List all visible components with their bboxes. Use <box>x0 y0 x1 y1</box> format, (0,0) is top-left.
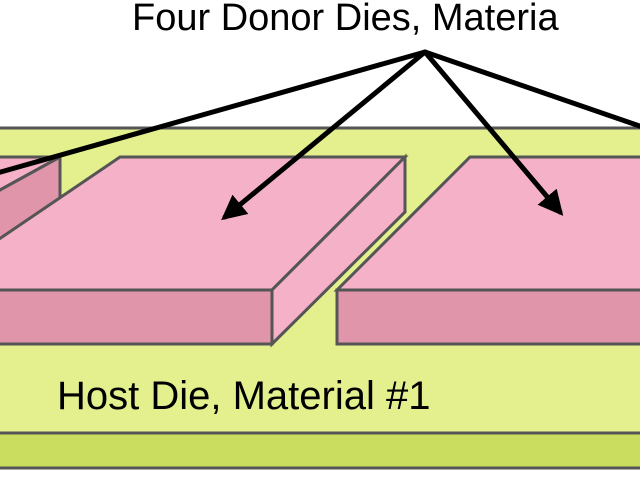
host-die-front <box>0 431 640 470</box>
pointer-lines <box>0 49 640 221</box>
donor-die-3-front <box>335 288 640 346</box>
donor-die-3-top <box>333 155 640 292</box>
donor-die-2-front <box>0 288 274 346</box>
donor-dies-label: Four Donor Dies, Materia <box>132 0 559 39</box>
arrow-to-donor-die-2 <box>221 49 428 221</box>
donor-die-2 <box>0 153 409 348</box>
donor-die-3 <box>333 155 640 346</box>
pointer-line-left <box>0 49 428 175</box>
arrow-to-donor-die-3 <box>422 49 564 216</box>
pointer-line-right <box>422 49 640 129</box>
host-die-label: Host Die, Material #1 <box>57 374 430 418</box>
